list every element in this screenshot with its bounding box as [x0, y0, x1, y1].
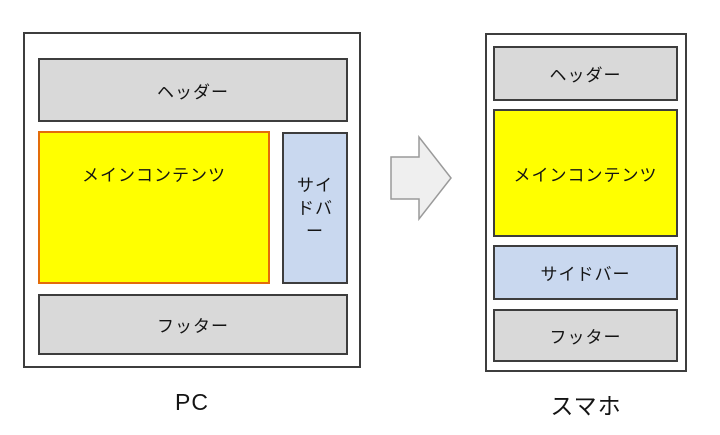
pc-footer-box: フッター — [38, 294, 348, 355]
smartphone-caption: スマホ — [550, 393, 622, 419]
pc-footer-label: フッター — [157, 317, 229, 336]
smartphone-footer-box: フッター — [493, 309, 678, 362]
smartphone-sidebar-box: サイドバー — [493, 245, 678, 300]
pc-sidebar-box: サイドバー — [282, 132, 348, 284]
pc-main-content-box: メインコンテンツ — [38, 131, 270, 284]
pc-main-content-label: メインコンテンツ — [82, 166, 226, 185]
pc-header-box: ヘッダー — [38, 58, 348, 122]
smartphone-main-content-label: メインコンテンツ — [513, 165, 658, 185]
pc-header-label: ヘッダー — [157, 82, 229, 102]
smartphone-footer-label: フッター — [549, 328, 622, 347]
smartphone-header-box: ヘッダー — [493, 46, 678, 101]
smartphone-header-label: ヘッダー — [549, 66, 622, 85]
pc-sidebar-label: サイドバー — [297, 175, 333, 241]
pc-caption: PC — [175, 389, 209, 415]
smartphone-main-content-box: メインコンテンツ — [493, 109, 678, 237]
smartphone-sidebar-label: サイドバー — [540, 265, 631, 284]
right-block-arrow-icon — [390, 134, 452, 222]
